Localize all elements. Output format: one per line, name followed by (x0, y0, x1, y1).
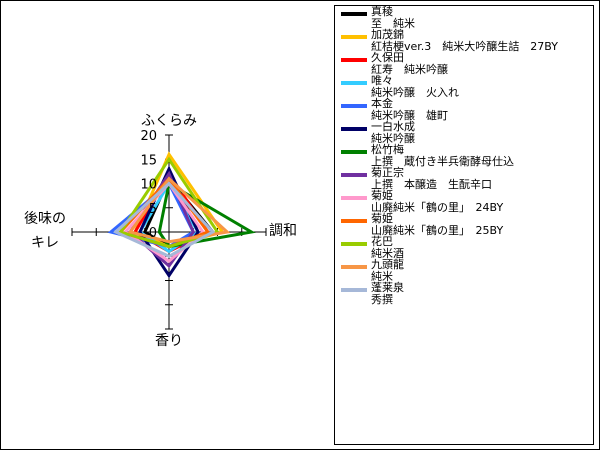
legend-swatch (341, 288, 367, 292)
legend-swatch (341, 35, 367, 39)
tick-label: 0 (149, 226, 157, 241)
legend-item: 本金 純米吟醸 雄町 (335, 98, 593, 121)
legend-label: 本金 純米吟醸 雄町 (371, 97, 448, 122)
legend-swatch (341, 58, 367, 62)
legend-swatch (341, 173, 367, 177)
axis-label-fukurami: ふくらみ (141, 113, 197, 129)
legend-item: 菊姫 山廃純米「鶴の里」 25BY (335, 213, 593, 236)
legend-swatch (341, 265, 367, 269)
tick-label: 15 (140, 153, 157, 168)
legend-label: 菊姫 山廃純米「鶴の里」 25BY (371, 212, 504, 237)
axis-labels: ふくらみ 調和 香り 後味のキレ (24, 113, 297, 349)
legend-swatch (341, 127, 367, 131)
legend-swatch (341, 104, 367, 108)
legend-swatch (341, 242, 367, 246)
series-lines (107, 151, 256, 279)
legend-label: 花巴 純米酒 (371, 235, 404, 260)
legend-label: 九頭龍 純米 (371, 258, 404, 283)
axis-label-line: 後味の (24, 211, 66, 227)
legend-swatch (341, 219, 367, 223)
legend-swatch (341, 12, 367, 16)
legend-swatch (341, 196, 367, 200)
legend-label: 真稜 至 純米 (371, 5, 415, 30)
series-line-12 (113, 181, 216, 258)
legend-item: 一白水成 純米吟醸 (335, 121, 593, 144)
series-line-11 (127, 176, 231, 244)
tick-labels: 0 5 10 15 20 (140, 129, 157, 241)
legend-label: 菊正宗 上撰 本醸造 生酛辛口 (371, 166, 492, 191)
legend-item: 真稜 至 純米 (335, 6, 593, 29)
axis-label-kire: 後味のキレ (24, 211, 66, 251)
tick-label: 10 (140, 178, 157, 193)
legend-item: 加茂錦 紅桔梗ver.3 純米大吟醸生詰 27BY (335, 29, 593, 52)
legend-label: 一白水成 純米吟醸 (371, 120, 415, 145)
legend-item: 菊正宗 上撰 本醸造 生酛辛口 (335, 167, 593, 190)
legend-item: 花巴 純米酒 (335, 236, 593, 259)
legend-swatch (341, 150, 367, 154)
legend-label: 唯々 純米吟醸 火入れ (371, 74, 459, 99)
axis-label-chowa: 調和 (269, 223, 297, 239)
axis-ticks (71, 134, 267, 330)
legend-label: 久保田 紅寿 純米吟醸 (371, 51, 448, 76)
legend-item: 九頭龍 純米 (335, 259, 593, 282)
axis-label-kaori: 香り (155, 333, 183, 349)
tick-label: 20 (140, 129, 157, 144)
legend-label: 蓬莱泉 秀撰 (371, 281, 404, 306)
legend-item: 久保田 紅寿 純米吟醸 (335, 52, 593, 75)
axis-label-line: キレ (31, 235, 59, 251)
legend-label: 松竹梅 上撰 蔵付き半兵衛酵母仕込 (371, 143, 514, 168)
legend-item: 菊姫 山廃純米「鶴の里」 24BY (335, 190, 593, 213)
legend-item: 蓬莱泉 秀撰 (335, 282, 593, 305)
radar-chart: ふくらみ 調和 香り 後味のキレ 0 5 10 15 20 (24, 113, 297, 349)
series-line-8 (123, 181, 205, 263)
tick-label: 5 (149, 202, 157, 217)
legend-label: 菊姫 山廃純米「鶴の里」 24BY (371, 189, 504, 214)
legend-item: 唯々 純米吟醸 火入れ (335, 75, 593, 98)
legend-swatch (341, 81, 367, 85)
series-line-3 (137, 180, 201, 254)
legend-label: 加茂錦 紅桔梗ver.3 純米大吟醸生詰 27BY (371, 28, 558, 53)
legend-item: 松竹梅 上撰 蔵付き半兵衛酵母仕込 (335, 144, 593, 167)
